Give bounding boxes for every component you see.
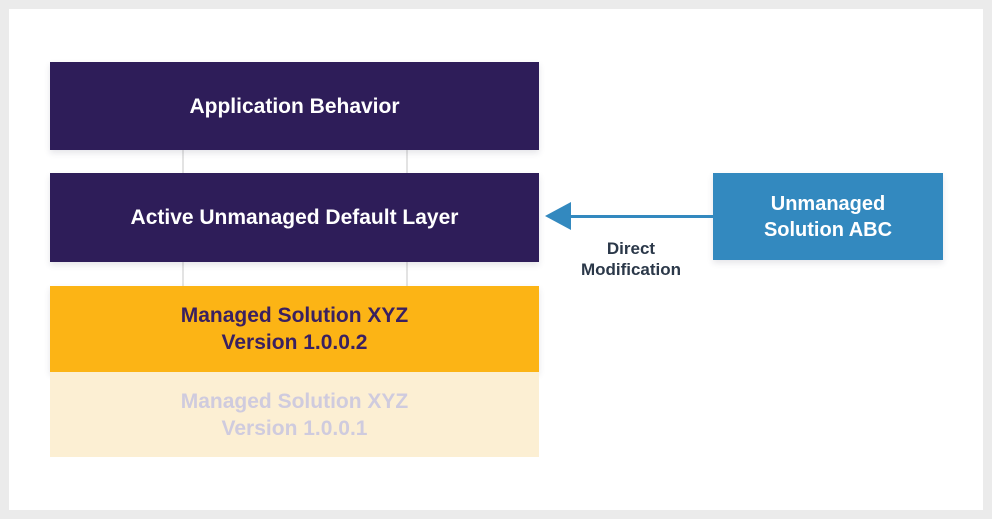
layer-box-application-behavior: Application Behavior (50, 62, 539, 150)
layer-box-managed-solution-xyz-v1001: Managed Solution XYZ Version 1.0.0.1 (50, 372, 539, 457)
layer-label-line1: Managed Solution XYZ (180, 389, 409, 413)
direct-modification-arrow-line (567, 215, 713, 218)
arrow-left-icon (545, 202, 571, 230)
solution-label-line2: Solution ABC (763, 218, 893, 241)
direct-modification-label-line1: Direct (606, 239, 656, 258)
layer-label-line2: Version 1.0.0.2 (221, 331, 368, 354)
direct-modification-label-line2: Modification (580, 260, 682, 279)
direct-modification-label: Direct Modification (540, 238, 722, 280)
layer-label-line1: Managed Solution XYZ (180, 304, 409, 327)
layer-label: Application Behavior (189, 94, 400, 118)
layer-label: Active Unmanaged Default Layer (130, 206, 459, 229)
layer-label-line2: Version 1.0.0.1 (221, 416, 368, 440)
layer-box-active-unmanaged-default-layer: Active Unmanaged Default Layer (50, 173, 539, 262)
layer-box-managed-solution-xyz-v1002: Managed Solution XYZ Version 1.0.0.2 (50, 286, 539, 372)
unmanaged-solution-abc-box: Unmanaged Solution ABC (713, 173, 943, 260)
solution-label-line1: Unmanaged (770, 192, 886, 215)
